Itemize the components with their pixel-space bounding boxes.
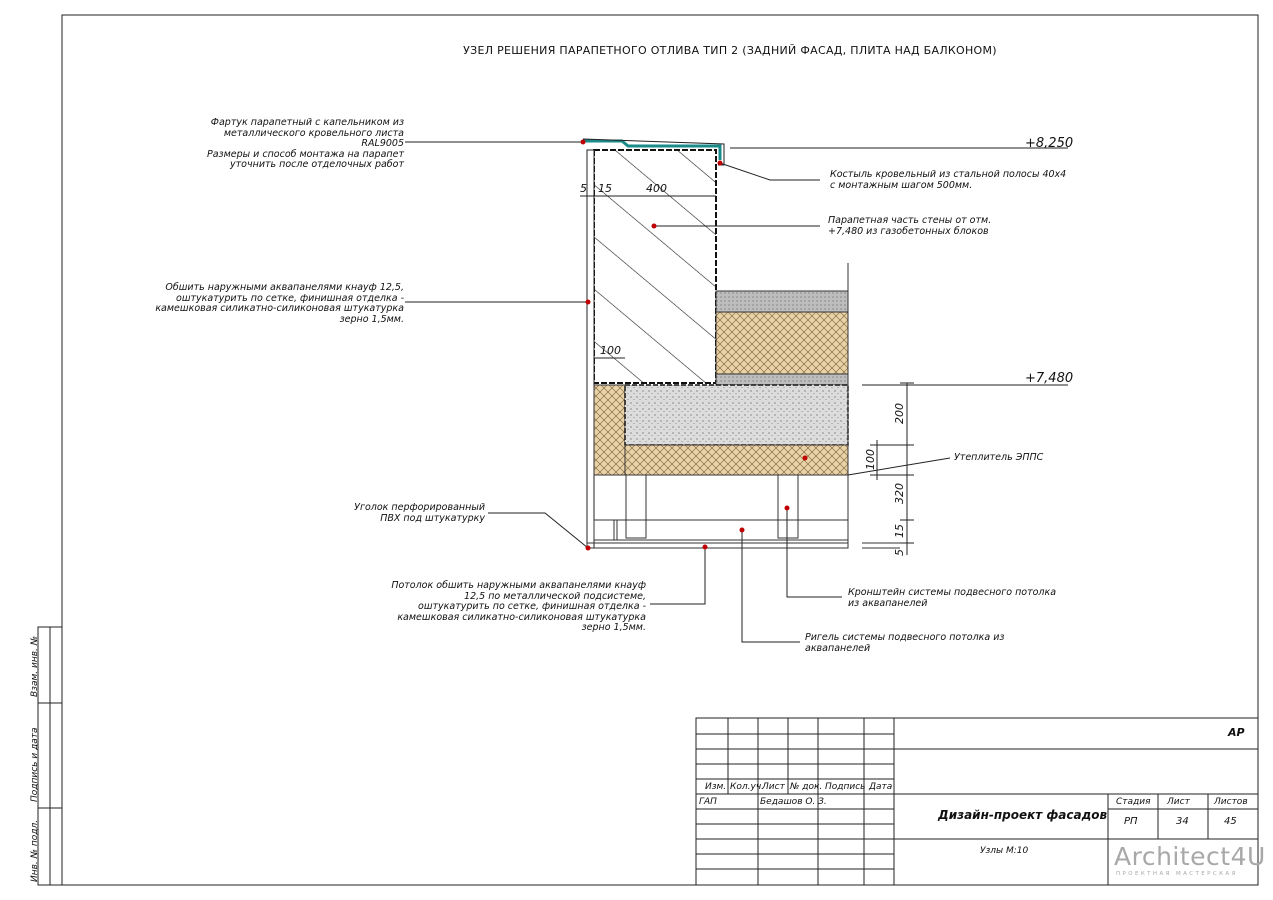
dim-5: 5	[580, 182, 587, 195]
logo-subtitle: ПРОЕКТНАЯ МАСТЕРСКАЯ	[1116, 871, 1238, 877]
note-corner: Уголок перфорированный ПВХ под штукатурк…	[354, 502, 485, 524]
note-runner: Ригель системы подвесного потолка из акв…	[805, 632, 1005, 654]
tb-code: АР	[1228, 726, 1245, 739]
tb-sheets: 45	[1224, 816, 1237, 827]
tb-sheets-label: Листов	[1214, 797, 1248, 807]
tb-header-doc: № док.	[790, 782, 823, 792]
tb-header-koluch: Кол.уч.	[730, 782, 765, 792]
tb-sheet-name: Узлы М:10	[980, 846, 1029, 856]
parapet-flashing	[583, 139, 722, 160]
stamp-replacement: Взам. инв. №	[30, 635, 40, 697]
stamp-inventory: Инв. № подл.	[30, 819, 40, 882]
note-insulation: Утеплитель ЭППС	[954, 452, 1044, 463]
architect4u-logo: Architect4U	[1114, 842, 1266, 871]
floor-layers	[593, 263, 849, 545]
tb-role: ГАП	[699, 797, 717, 807]
drawing-title: УЗЕЛ РЕШЕНИЯ ПАРАПЕТНОГО ОТЛИВА ТИП 2 (З…	[463, 44, 997, 57]
dim-5-v: 5	[893, 549, 906, 556]
title-block-grid	[695, 717, 1259, 886]
sheet-frame	[61, 14, 1259, 886]
level-slab: +7,480	[1025, 371, 1074, 386]
dim-100-v: 100	[864, 449, 877, 470]
dim-15: 15	[598, 182, 612, 195]
concrete-slab	[624, 384, 849, 446]
tb-header-list: Лист	[762, 782, 785, 792]
side-stamp	[37, 626, 63, 886]
leaders	[405, 141, 842, 643]
dim-400: 400	[646, 182, 667, 195]
tb-stage-label: Стадия	[1116, 797, 1151, 807]
note-hanger: Кронштейн системы подвесного потолка из …	[848, 587, 1057, 609]
tb-project: Дизайн-проект фасадов	[938, 808, 1108, 822]
tb-sheet-label: Лист	[1167, 797, 1190, 807]
leader-dots	[580, 139, 808, 551]
note-cladding: Обшить наружными аквапанелями кнауф 12,5…	[155, 282, 404, 325]
stamp-signature: Подпись и дата	[30, 727, 40, 802]
dim-320: 320	[893, 483, 906, 504]
dim-15-v: 15	[893, 524, 906, 538]
suspended-ceiling	[586, 474, 900, 549]
dim-200: 200	[893, 403, 906, 424]
note-parapet-wall: Парапетная часть стены от отм. +7,480 из…	[828, 215, 992, 237]
epps-insulation	[624, 444, 849, 476]
dim-100: 100	[600, 344, 621, 357]
tb-person: Бедашов О. З.	[760, 797, 827, 807]
tb-header-date: Дата	[869, 782, 893, 792]
tb-header-izm: Изм.	[705, 782, 727, 792]
note-roof-bracket: Костыль кровельный из стальной полосы 40…	[830, 169, 1067, 191]
tb-sheet: 34	[1176, 816, 1189, 827]
tb-header-sign: Подпись	[825, 782, 866, 792]
note-ceiling: Потолок обшить наружными аквапанелями кн…	[391, 580, 646, 633]
level-top: +8,250	[1025, 136, 1074, 151]
tb-stage: РП	[1124, 816, 1138, 827]
note-flashing: Фартук парапетный с капельником из метал…	[207, 117, 404, 170]
